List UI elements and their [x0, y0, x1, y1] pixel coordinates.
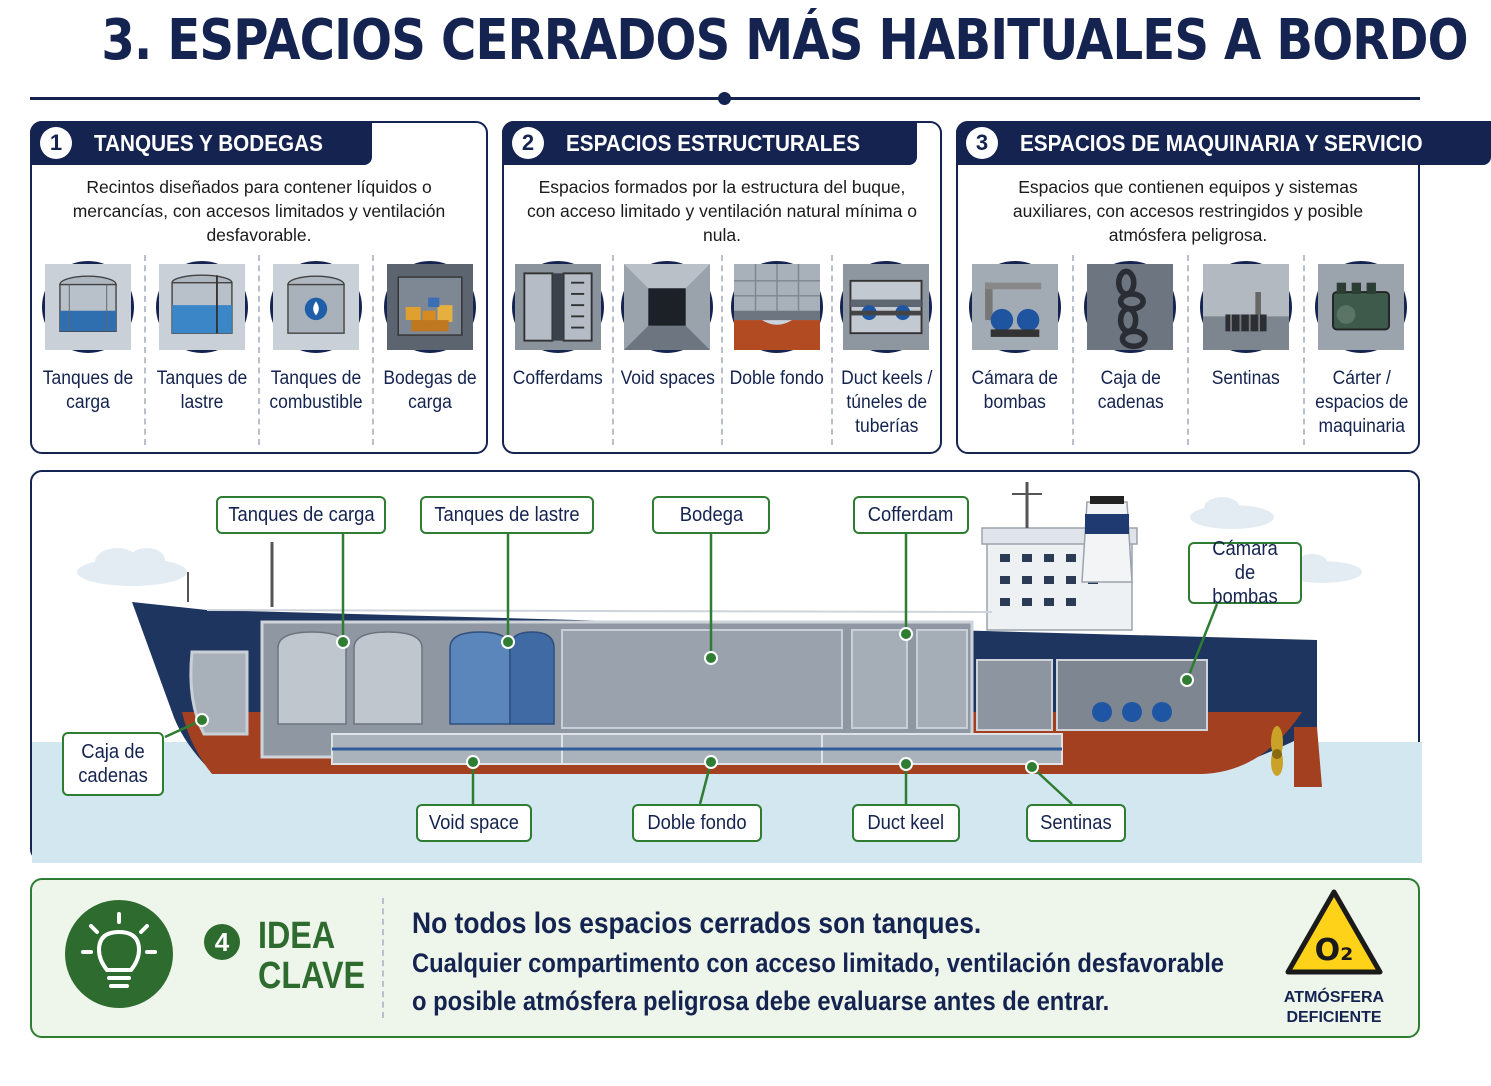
- double-bottom-icon: [730, 261, 823, 353]
- page-title: 3. ESPACIOS CERRADOS MÁS HABITUALES A BO…: [101, 8, 1468, 73]
- warning-symbol: O₂: [1315, 933, 1354, 968]
- bilge-icon: [1199, 261, 1292, 353]
- duct-keel-icon: [840, 261, 933, 353]
- panel-description: Recintos diseñados para contener líquido…: [72, 177, 446, 245]
- item-tanques-lastre: Tanques de lastre: [146, 255, 260, 445]
- item-cofferdams: Cofferdams: [504, 255, 614, 445]
- panel-number: 1: [40, 127, 72, 159]
- item-bodegas-carga: Bodegas de carga: [374, 255, 486, 445]
- item-label: Doble fondo: [729, 368, 824, 389]
- callout-doble-fondo: Doble fondo: [632, 804, 762, 842]
- item-label: Cárter / espacios de maquinaria: [1314, 368, 1408, 437]
- pumps: [1092, 702, 1172, 722]
- callout-tanques-carga: Tanques de carga: [216, 496, 386, 534]
- item-label: Cámara de bombas: [971, 368, 1058, 413]
- callout-cofferdam: Cofferdam: [853, 496, 969, 534]
- deck-rail: [206, 609, 993, 613]
- callout-tanques-lastre: Tanques de lastre: [420, 496, 594, 534]
- panel-espacios-estructurales: 2 ESPACIOS ESTRUCTURALES Espacios formad…: [502, 121, 942, 454]
- callout-sentinas: Sentinas: [1026, 804, 1126, 842]
- panel-header: 2 ESPACIOS ESTRUCTURALES: [502, 121, 917, 165]
- key-line-3: o posible atmósfera peligrosa debe evalu…: [412, 986, 1110, 1016]
- item-tanques-combustible: Tanques de combustible: [260, 255, 374, 445]
- cofferdam: [851, 629, 908, 729]
- clouds: [77, 497, 1362, 586]
- warning-triangle-icon: O₂: [1285, 889, 1383, 975]
- ballast-tanks: [449, 631, 555, 725]
- chain-locker: [189, 650, 249, 736]
- cofferdam-2: [916, 629, 968, 729]
- engine-room: [976, 659, 1053, 731]
- item-camara-bombas: Cámara de bombas: [958, 255, 1074, 445]
- callout-camara-bombas: Cámara de bombas: [1188, 538, 1302, 608]
- item-label: Tanques de carga: [42, 368, 134, 413]
- item-label: Cofferdams: [512, 368, 603, 389]
- item-label: Bodegas de carga: [383, 368, 477, 413]
- item-carter: Cárter / espacios de maquinaria: [1305, 255, 1419, 445]
- panel-tanques-bodegas: 1 TANQUES Y BODEGAS Recintos diseñados p…: [30, 121, 488, 454]
- item-label: Caja de cadenas: [1097, 368, 1164, 413]
- item-duct-keels: Duct keels / túneles de tuberías: [833, 255, 941, 445]
- item-caja-cadenas: Caja de cadenas: [1074, 255, 1189, 445]
- superstructure: [986, 541, 1133, 631]
- item-label: Tanques de lastre: [156, 368, 248, 413]
- funnel-top: [1090, 496, 1124, 504]
- callout-duct-keel: Duct keel: [852, 804, 960, 842]
- panel-maquinaria-servicio: 3 ESPACIOS DE MAQUINARIA Y SERVICIO Espa…: [956, 121, 1491, 454]
- item-label: Duct keels / túneles de tuberías: [840, 368, 932, 437]
- void-space-icon: [621, 261, 714, 353]
- panel-label: ESPACIOS DE MAQUINARIA Y SERVICIO: [1020, 129, 1423, 156]
- callout-dots: [195, 627, 1194, 774]
- panel-description: Espacios que contienen equipos y sistema…: [1012, 177, 1364, 245]
- key-line-2: Cualquier compartimento con acceso limit…: [412, 948, 1225, 978]
- key-text: No todos los espacios cerrados son tanqu…: [412, 904, 1272, 1020]
- pump-room-icon: [968, 261, 1061, 353]
- key-divider: [382, 898, 384, 1018]
- rudder: [1294, 727, 1322, 787]
- item-tanques-carga: Tanques de carga: [32, 255, 146, 445]
- item-doble-fondo: Doble fondo: [723, 255, 833, 445]
- panel-header: 3 ESPACIOS DE MAQUINARIA Y SERVICIO: [956, 121, 1491, 165]
- warning-label: ATMÓSFERA DEFICIENTE: [1283, 989, 1385, 1026]
- ship-cross-section: Tanques de carga Tanques de lastre Bodeg…: [30, 470, 1422, 863]
- panel-number: 2: [512, 127, 544, 159]
- panel-label: TANQUES Y BODEGAS: [94, 129, 323, 156]
- key-label: IDEA CLAVE: [258, 915, 366, 997]
- key-line-1: No todos los espacios cerrados son tanqu…: [412, 907, 982, 940]
- key-idea-panel: 4 IDEA CLAVE No todos los espacios cerra…: [30, 878, 1420, 1038]
- fuel-tank-icon: [270, 261, 362, 353]
- key-number: 4: [204, 924, 240, 960]
- propeller: [1271, 726, 1283, 776]
- callout-lines: [164, 534, 1219, 805]
- item-sentinas: Sentinas: [1189, 255, 1305, 445]
- cargo-hold-icon: [384, 261, 476, 353]
- cargo-hold: [561, 629, 843, 729]
- lightbulb-icon: [65, 900, 173, 1008]
- funnel-band: [1085, 514, 1129, 534]
- panel-number: 3: [966, 127, 998, 159]
- item-label: Tanques de combustible: [269, 368, 363, 413]
- item-label: Sentinas: [1211, 368, 1280, 389]
- panel-header: 1 TANQUES Y BODEGAS: [30, 121, 373, 165]
- callout-bodega: Bodega: [652, 496, 770, 534]
- panel-description: Espacios formados por la estructura del …: [526, 177, 918, 245]
- item-void-spaces: Void spaces: [614, 255, 723, 445]
- chain-locker-icon: [1084, 261, 1177, 353]
- item-label: Void spaces: [620, 368, 715, 389]
- callout-caja-cadenas: Caja de cadenas: [62, 732, 164, 796]
- ship-diagram: [32, 482, 1422, 863]
- panel-label: ESPACIOS ESTRUCTURALES: [566, 129, 861, 156]
- cofferdam-icon: [511, 261, 604, 353]
- cargo-tank-icon: [42, 261, 134, 353]
- ballast-tank-icon: [156, 261, 248, 353]
- engine-icon: [1315, 261, 1408, 353]
- title-divider-dot: [718, 92, 731, 105]
- callout-void-space: Void space: [416, 804, 532, 842]
